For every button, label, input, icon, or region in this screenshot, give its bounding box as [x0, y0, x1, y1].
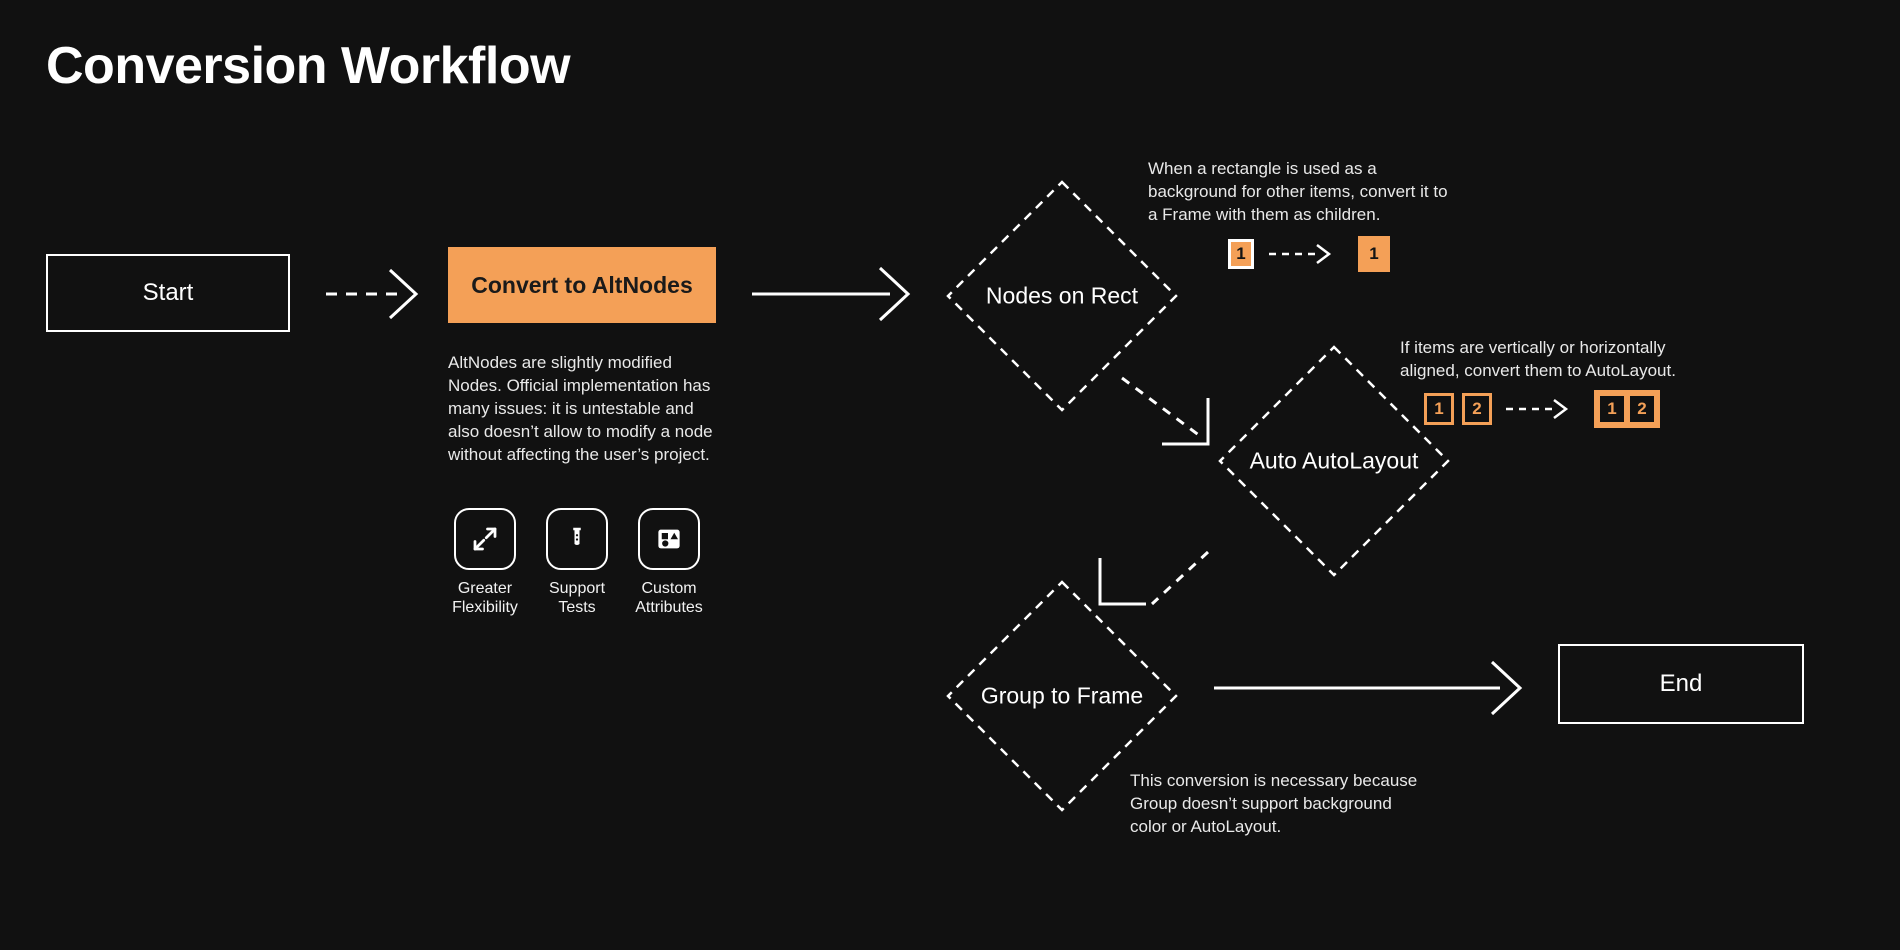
start-node[interactable]: Start — [46, 254, 290, 332]
feature-label: Greater Flexibility — [452, 580, 518, 617]
expand-arrows-icon — [454, 508, 516, 570]
annotation-auto-autolayout-badges: 1 2 1 2 — [1424, 390, 1660, 428]
badge-after: 1 — [1597, 393, 1627, 425]
badge-before: 2 — [1462, 393, 1492, 425]
badge-group-frame: 1 2 — [1594, 390, 1660, 428]
auto-autolayout-node[interactable]: Auto AutoLayout — [1216, 343, 1452, 579]
nodes-on-rect-label: Nodes on Rect — [985, 282, 1139, 309]
annotation-auto-autolayout-text: If items are vertically or horizontally … — [1400, 338, 1676, 380]
badge-before: 1 — [1228, 239, 1254, 269]
group-to-frame-label: Group to Frame — [980, 682, 1144, 709]
feature-label: Custom Attributes — [635, 580, 703, 617]
convert-description: AltNodes are slightly modified Nodes. Of… — [448, 353, 713, 464]
feature-support-tests[interactable]: Support Tests — [544, 508, 610, 617]
end-node-label: End — [1659, 670, 1703, 697]
annotation-group-to-frame-text: This conversion is necessary because Gro… — [1130, 771, 1418, 836]
badge-before: 1 — [1424, 393, 1454, 425]
auto-autolayout-label: Auto AutoLayout — [1249, 447, 1419, 474]
connector-group-to-frame-to-end — [1214, 660, 1523, 716]
badge-after: 1 — [1358, 236, 1390, 272]
feature-greater-flexibility[interactable]: Greater Flexibility — [452, 508, 518, 617]
dashed-arrow-icon — [1269, 244, 1332, 264]
badge-after: 2 — [1627, 393, 1657, 425]
end-node[interactable]: End — [1558, 644, 1804, 724]
diamond-shape — [946, 180, 1178, 412]
diamond-shape — [946, 580, 1178, 812]
page-title: Conversion Workflow — [46, 37, 571, 95]
connector-convert-to-nodes-on-rect — [752, 266, 911, 322]
convert-to-altnodes-label: Convert to AltNodes — [471, 271, 693, 298]
connector-start-to-convert — [326, 268, 419, 320]
nodes-on-rect-node[interactable]: Nodes on Rect — [944, 178, 1180, 414]
start-node-label: Start — [142, 279, 194, 306]
feature-custom-attributes[interactable]: Custom Attributes — [635, 508, 703, 617]
annotation-nodes-on-rect-badges: 1 1 — [1228, 236, 1390, 272]
convert-to-altnodes-node[interactable]: Convert to AltNodes — [448, 247, 716, 323]
feature-label: Support Tests — [548, 580, 606, 617]
diamond-shape — [1218, 345, 1450, 577]
annotation-nodes-on-rect-text: When a rectangle is used as a background… — [1148, 159, 1448, 224]
dashed-arrow-icon — [1506, 399, 1569, 419]
test-tube-icon — [546, 508, 608, 570]
feature-list: Greater Flexibility Support Tests — [452, 508, 703, 617]
group-to-frame-node[interactable]: Group to Frame — [944, 578, 1180, 814]
shapes-icon — [638, 508, 700, 570]
